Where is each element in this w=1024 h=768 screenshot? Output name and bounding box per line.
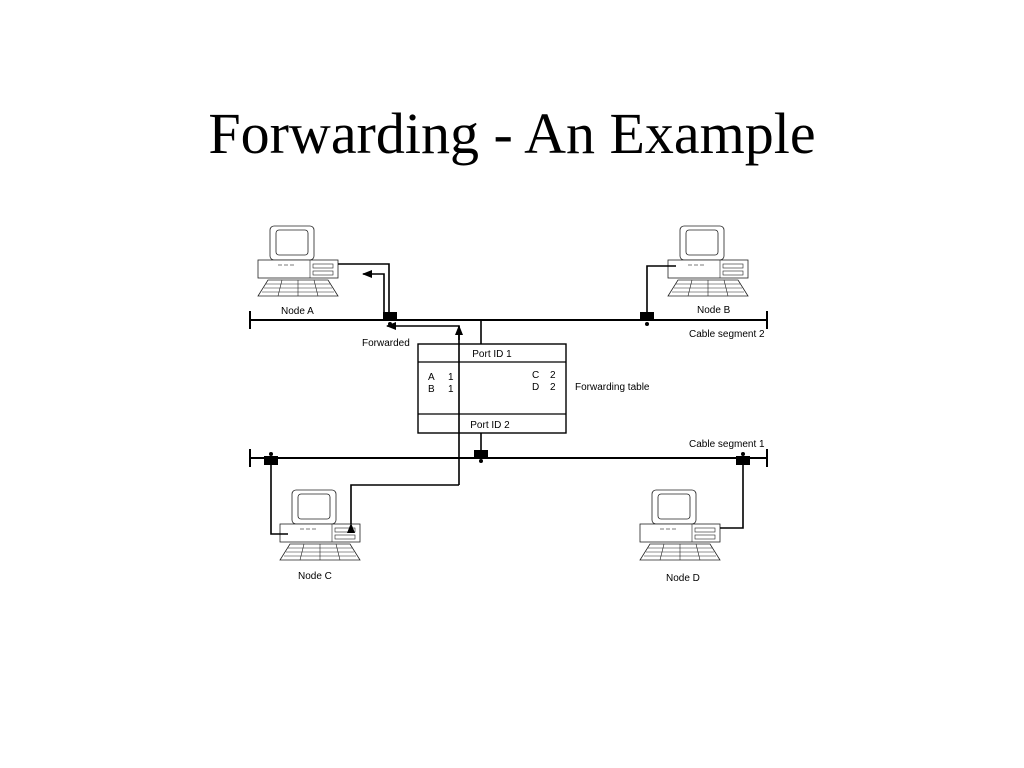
node-b-computer-icon — [667, 225, 749, 297]
node-a-drop-cable — [338, 263, 390, 316]
tap-dot — [269, 452, 273, 456]
transceiver-bridge — [474, 450, 488, 459]
frame-path-from-node-c — [347, 484, 459, 533]
page-title: Forwarding - An Example — [208, 101, 816, 166]
cable-segment-1-label: Cable segment 1 — [689, 439, 765, 450]
cable-segment-2 — [249, 311, 768, 329]
port-id-1-label: Port ID 1 — [472, 349, 512, 360]
cable-segment-1 — [249, 449, 768, 467]
node-c-label: Node C — [298, 571, 332, 582]
forwarding-table-label: Forwarding table — [575, 382, 650, 393]
forward-arrow-to-node-a — [362, 270, 385, 316]
table-entry-node: B — [428, 384, 435, 395]
transceiver-node-d — [736, 456, 750, 465]
transceiver-node-b — [640, 312, 654, 321]
table-entry-port: 1 — [448, 384, 454, 395]
node-b-label: Node B — [697, 305, 731, 316]
port-id-2-label: Port ID 2 — [470, 420, 510, 431]
node-d-computer-icon — [639, 489, 721, 561]
node-b-drop-cable — [646, 265, 676, 316]
table-entry-node: C — [532, 370, 539, 381]
forwarded-label: Forwarded — [362, 338, 410, 349]
tap-dot — [741, 452, 745, 456]
node-c-computer-icon — [279, 489, 361, 561]
transceiver-node-c — [264, 456, 278, 465]
cable-segment-2-label: Cable segment 2 — [689, 329, 765, 340]
node-c-drop-cable — [270, 462, 288, 535]
tap-dot — [479, 459, 483, 463]
node-a-label: Node A — [281, 306, 314, 317]
table-entry-node: D — [532, 382, 539, 393]
tap-dot — [645, 322, 649, 326]
table-entry-port: 2 — [550, 382, 556, 393]
node-d-drop-cable — [720, 462, 744, 529]
table-entry-port: 1 — [448, 372, 454, 383]
bridge-forwarding-table — [417, 343, 567, 434]
table-entry-node: A — [428, 372, 435, 383]
node-a-computer-icon — [257, 225, 339, 297]
table-entry-port: 2 — [550, 370, 556, 381]
transceiver-node-a — [383, 312, 397, 321]
node-d-label: Node D — [666, 573, 700, 584]
